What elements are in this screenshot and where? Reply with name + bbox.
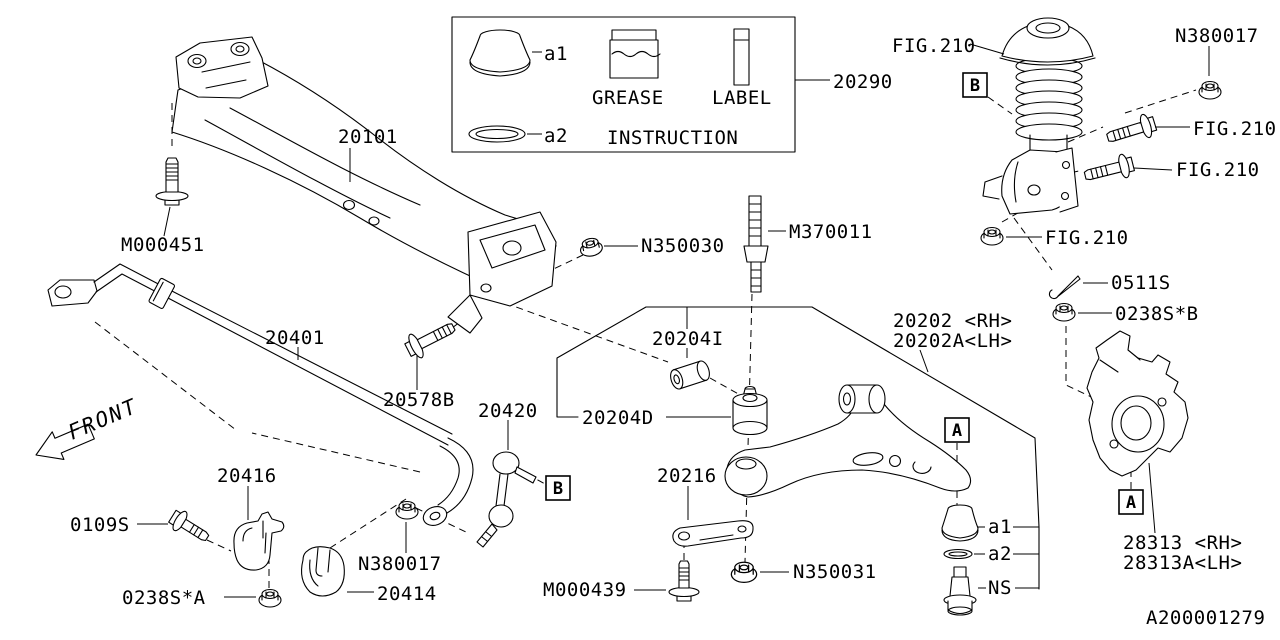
ref-letter-a-arm: A	[952, 421, 962, 441]
bushing-20204i	[670, 360, 710, 390]
label-20420: 20420	[478, 400, 538, 422]
label-20416: 20416	[217, 465, 277, 487]
strut-bolt-lower	[1083, 153, 1135, 181]
ref-letter-b-link: B	[553, 479, 563, 499]
label-28313-rh: 28313 <RH>	[1123, 532, 1242, 554]
label-20101: 20101	[338, 126, 398, 148]
stabilizer-bar-20401	[47, 263, 474, 526]
label-20216: 20216	[657, 465, 717, 487]
plate-20216	[672, 520, 754, 547]
crossmember-20101	[171, 36, 557, 334]
drawing-number: A200001279	[1146, 607, 1265, 629]
label-28313a-lh: 28313A<LH>	[1123, 552, 1242, 574]
bolt-m000451	[155, 157, 189, 206]
label-20204d: 20204D	[582, 407, 654, 429]
strut-bolt-upper	[1106, 113, 1158, 142]
nut-0238s-a	[258, 588, 282, 608]
label-20204i: 20204I	[652, 328, 724, 350]
label-icon	[733, 28, 750, 86]
label-m000451: M000451	[121, 234, 205, 256]
legend-box-20290	[451, 16, 830, 153]
label-0511s: 0511S	[1111, 272, 1171, 294]
label-fig210-bolt-lower: FIG.210	[1176, 159, 1260, 181]
knuckle-28313	[1086, 330, 1189, 477]
stud-m370011	[743, 195, 769, 293]
label-m000439: M000439	[543, 579, 627, 601]
label-legend-a2: a2	[544, 125, 568, 147]
label-fig210-bolt-upper: FIG.210	[1193, 118, 1277, 140]
label-20290: 20290	[833, 71, 893, 93]
nut-n380017-stab	[395, 500, 419, 520]
link-20420	[476, 451, 537, 548]
grease-tube-icon	[609, 29, 661, 79]
ref-box-a-arm: A	[944, 417, 970, 443]
label-label: LABEL	[712, 87, 772, 109]
label-fig210-nut: FIG.210	[1045, 227, 1129, 249]
label-20578b: 20578B	[383, 389, 455, 411]
control-arm-20202	[724, 384, 972, 498]
label-n350030: N350030	[641, 235, 725, 257]
label-a2-balljoint: a2	[988, 543, 1012, 565]
label-legend-a1: a1	[544, 43, 568, 65]
ref-letter-a-knuckle: A	[1126, 493, 1136, 513]
bolt-m000439	[668, 560, 700, 602]
balljoint-stud	[943, 566, 977, 616]
ref-box-a-knuckle: A	[1118, 489, 1144, 515]
label-20401: 20401	[265, 327, 325, 349]
nut-n350030	[580, 237, 603, 257]
label-m370011: M370011	[789, 221, 873, 243]
strut-lower-nut	[980, 226, 1004, 246]
ref-box-b-strut: B	[962, 72, 988, 98]
label-instruction: INSTRUCTION	[607, 127, 738, 149]
label-20202a-lh: 20202A<LH>	[893, 330, 1012, 352]
strut-upper-nut	[1198, 80, 1222, 100]
boot-icon	[469, 29, 531, 77]
bushing-20204d	[732, 385, 768, 436]
label-a1-balljoint: a1	[988, 516, 1012, 538]
oring-icon	[468, 125, 526, 143]
label-0238s-b: 0238S*B	[1115, 303, 1199, 325]
bushing-20414	[301, 546, 345, 597]
pin-0511s	[1048, 275, 1081, 300]
label-ns: NS	[988, 577, 1012, 599]
nut-n350031	[730, 561, 758, 583]
bolt-20578b	[404, 323, 456, 359]
front-arrow	[35, 423, 95, 460]
bracket-20416	[233, 511, 285, 571]
label-20414: 20414	[377, 583, 437, 605]
bolt-0109s	[168, 509, 210, 542]
label-0238s-a: 0238S*A	[122, 587, 206, 609]
strut-assembly	[980, 17, 1222, 246]
ref-box-b-link: B	[545, 475, 571, 501]
leader-lines	[137, 43, 1210, 598]
balljoint-boot	[941, 504, 979, 542]
nut-0238s-b	[1052, 302, 1076, 322]
label-20202-rh: 20202 <RH>	[893, 310, 1012, 332]
label-n380017-stab: N380017	[358, 553, 442, 575]
label-front: FRONT	[65, 394, 142, 445]
label-n380017-strut: N380017	[1175, 25, 1259, 47]
label-grease: GREASE	[592, 87, 664, 109]
label-n350031: N350031	[793, 561, 877, 583]
label-fig210-top: FIG.210	[892, 35, 976, 57]
ref-letter-b-strut: B	[970, 76, 980, 96]
label-0109s: 0109S	[70, 514, 130, 536]
balljoint-ring	[943, 548, 973, 560]
